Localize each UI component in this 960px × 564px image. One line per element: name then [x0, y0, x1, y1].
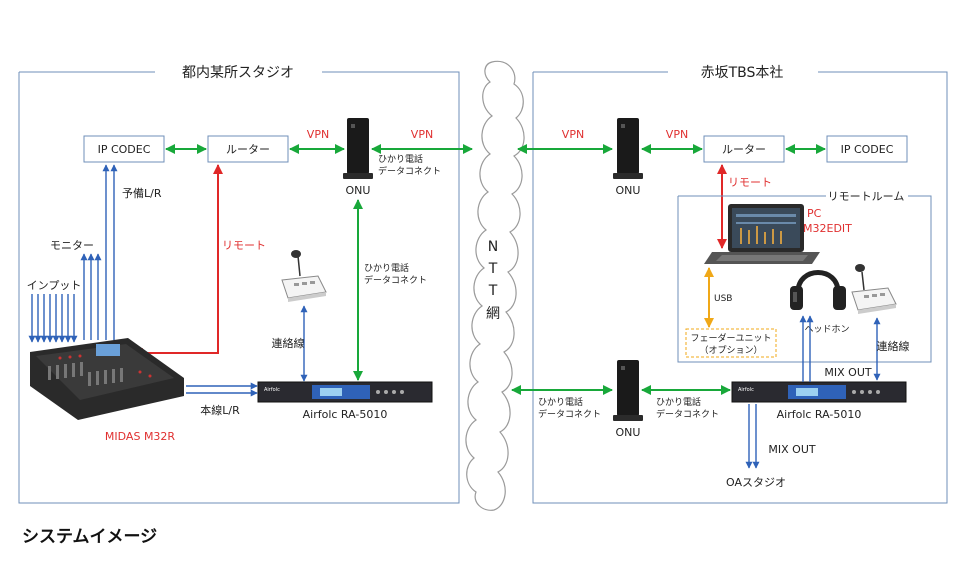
- left-airfolc-label: Airfolc RA-5010: [303, 408, 388, 421]
- left-remote-label: リモート: [222, 239, 266, 252]
- right-line-right-2: データコネクト: [656, 408, 719, 420]
- ntt-network-cloud: [465, 60, 525, 511]
- right-onu-top-label: ONU: [616, 184, 641, 197]
- right-line-left-2: データコネクト: [538, 408, 601, 420]
- ntt-label-char: T: [488, 283, 498, 299]
- right-vpn-label: VPN: [562, 128, 584, 141]
- left-ip-codec-label: IP CODEC: [98, 143, 151, 156]
- fader-label-1: フェーダーユニット: [690, 332, 771, 344]
- left-onu-service-1: ひかり電話: [378, 153, 423, 165]
- mix-out-bottom-label: MIX OUT: [768, 443, 815, 456]
- right-line-right-1: ひかり電話: [656, 396, 701, 408]
- left-line-label-1: ひかり電話: [364, 262, 409, 274]
- left-talkback-mic-icon: [281, 250, 327, 302]
- ntt-label-char: N: [488, 239, 498, 255]
- right-router-box: [703, 135, 785, 163]
- oa-studio-label: OAスタジオ: [726, 476, 786, 489]
- pc-label-2: M32EDIT: [803, 222, 852, 235]
- right-ip-codec-box: [826, 135, 908, 163]
- left-airfolc-brand: Airfolc: [264, 387, 280, 393]
- left-input-label: インプット: [27, 279, 82, 292]
- ntt-label-char: T: [488, 261, 498, 277]
- headphone-label: ヘッドホン: [804, 324, 849, 335]
- right-talkback-mic-icon: [851, 264, 897, 314]
- right-talkback-label: 連絡線: [877, 339, 910, 353]
- right-airfolc-brand: Airfolc: [738, 387, 754, 393]
- mixer-console: [30, 338, 184, 420]
- left-onu-device: [343, 118, 373, 179]
- left-airfolc-device: Airfolc: [257, 381, 433, 403]
- right-airfolc-label: Airfolc RA-5010: [777, 408, 862, 421]
- left-main-lr-label: 本線L/R: [200, 403, 240, 417]
- left-router-box: [207, 135, 289, 163]
- left-onu-service-2: データコネクト: [378, 165, 441, 177]
- right-remote-label: リモート: [728, 176, 772, 189]
- fader-label-2: （オプション）: [699, 345, 762, 356]
- left-monitor-label: モニター: [50, 239, 94, 252]
- headphone-icon: [790, 270, 846, 310]
- right-line-left-1: ひかり電話: [538, 396, 583, 408]
- right-ip-codec-label: IP CODEC: [841, 143, 894, 156]
- left-router-label: ルーター: [226, 143, 270, 156]
- left-onu-label: ONU: [346, 184, 371, 197]
- left-vpn-label: VPN: [307, 128, 329, 141]
- left-spare-lr-label: 予備L/R: [122, 187, 162, 200]
- ntt-label-char: 網: [486, 306, 500, 322]
- right-router-label: ルーター: [722, 143, 766, 156]
- right-onu-bottom-label: ONU: [616, 426, 641, 439]
- right-site-frame: [532, 71, 948, 504]
- left-vpn-label: VPN: [411, 128, 433, 141]
- laptop-icon: [704, 204, 820, 264]
- left-input-lines: [28, 294, 78, 343]
- usb-label: USB: [714, 294, 732, 304]
- left-remote-link: [133, 164, 223, 358]
- left-ip-codec-box: [83, 135, 165, 163]
- remote-room-frame: [677, 195, 932, 363]
- pc-label-1: PC: [807, 207, 822, 220]
- mix-out-top-label: MIX OUT: [824, 366, 871, 379]
- left-site-title: 都内某所スタジオ: [182, 65, 294, 81]
- fader-unit-box: [685, 328, 777, 358]
- left-talkback-label: 連絡線: [272, 336, 305, 350]
- right-airfolc-device: Airfolc: [731, 381, 907, 403]
- left-line-label-2: データコネクト: [364, 274, 427, 286]
- right-site-title: 赤坂TBS本社: [701, 65, 784, 81]
- left-site-frame: [18, 71, 460, 504]
- right-onu-top-device: [613, 118, 643, 179]
- mixer-label: MIDAS M32R: [105, 430, 176, 443]
- remote-room-label: リモートルーム: [828, 190, 905, 203]
- diagram-caption: システムイメージ: [22, 527, 158, 547]
- right-onu-bottom-device: [613, 360, 643, 421]
- right-vpn-label: VPN: [666, 128, 688, 141]
